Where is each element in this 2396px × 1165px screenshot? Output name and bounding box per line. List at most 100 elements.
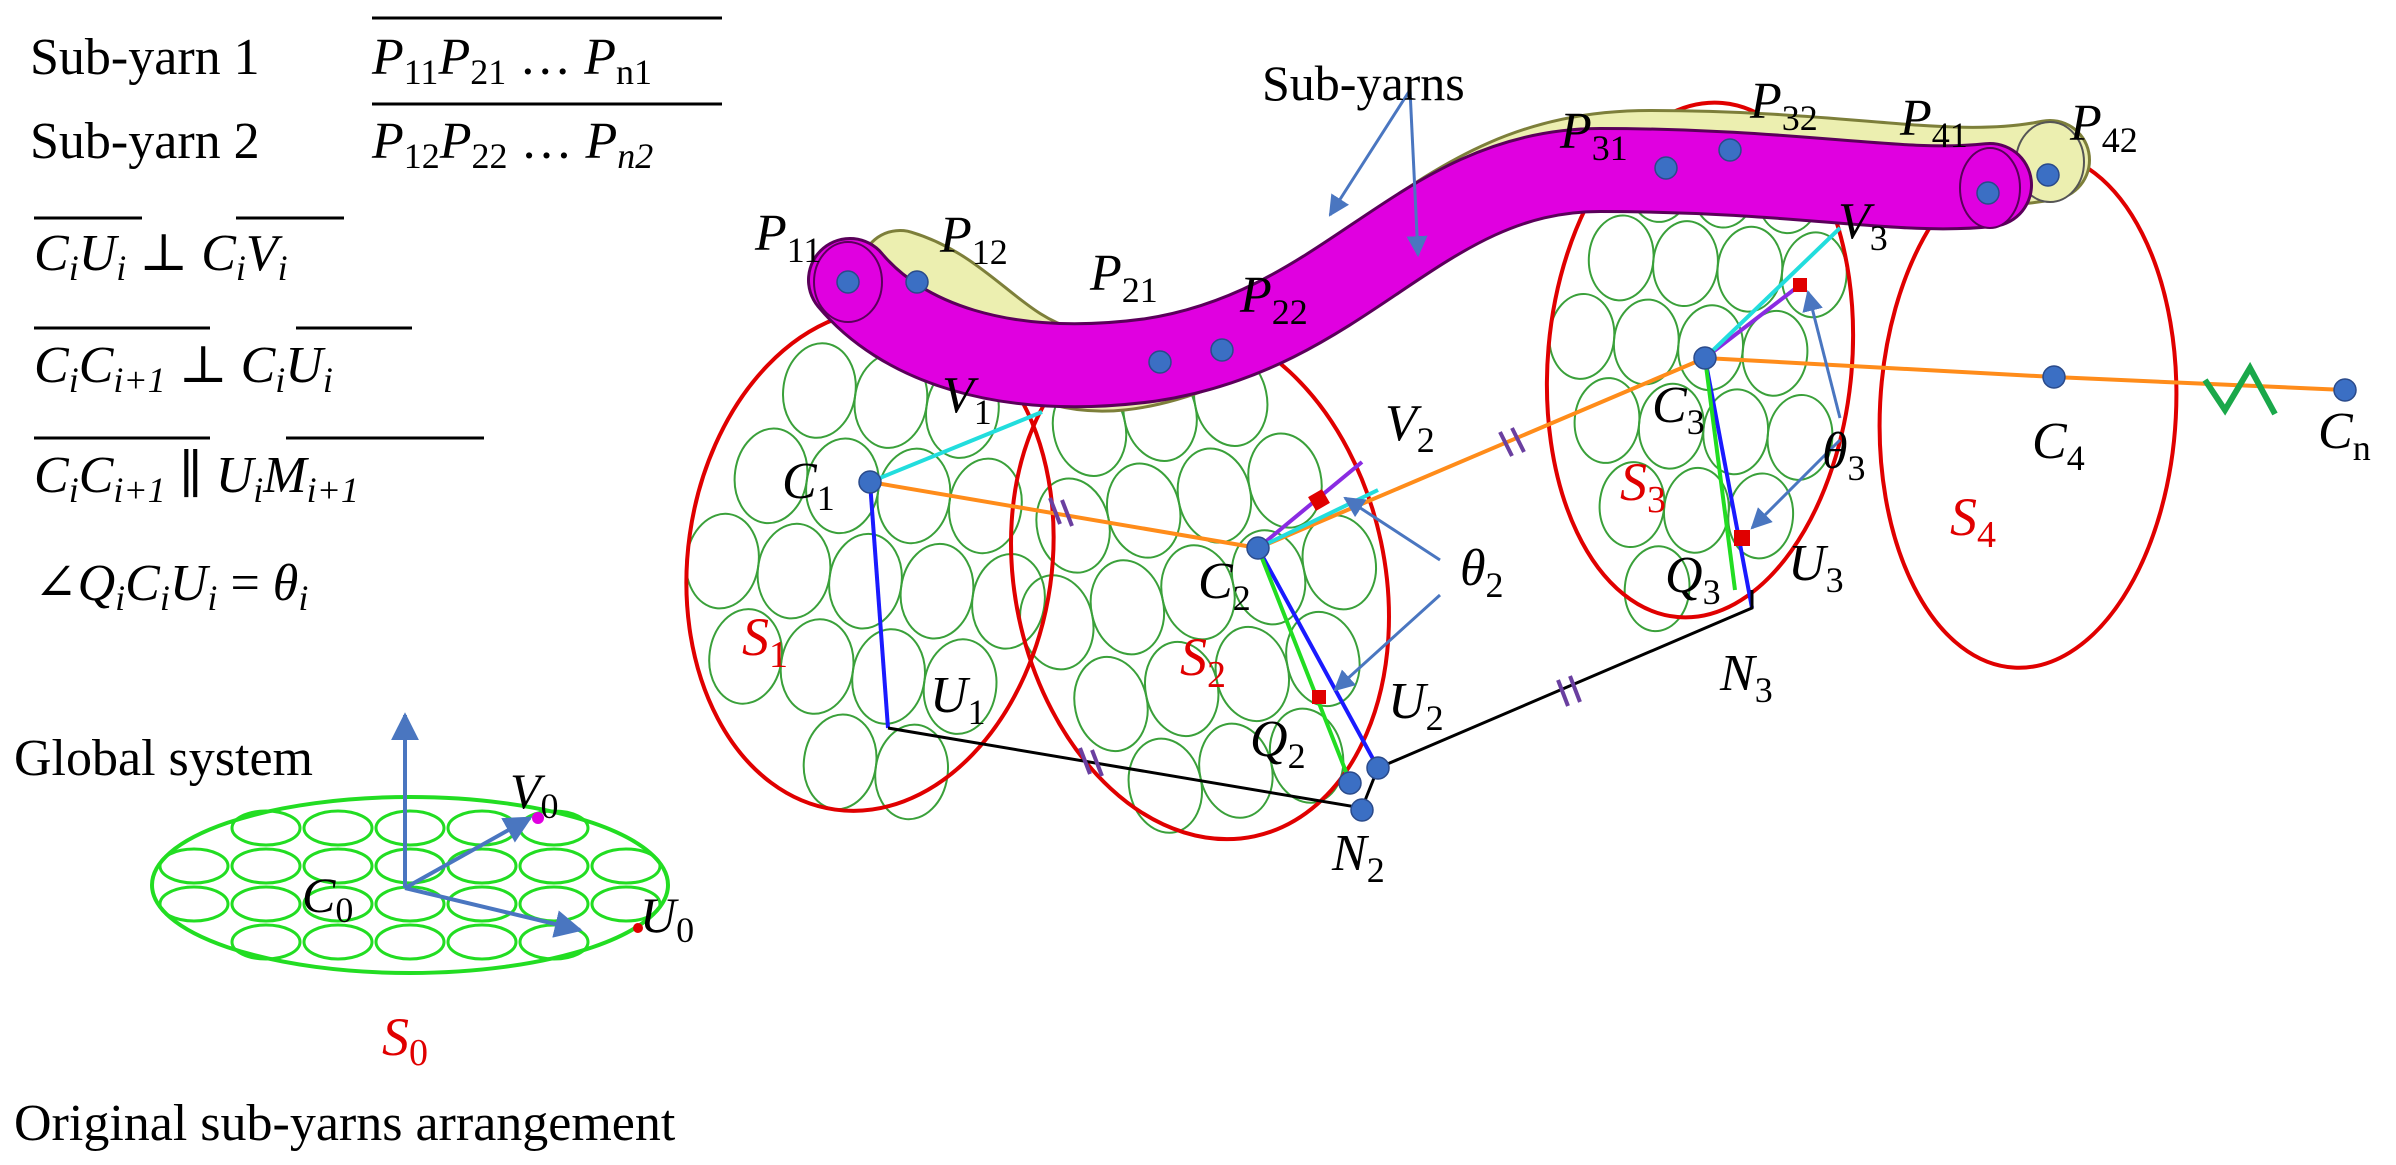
subyarn-circle	[374, 809, 446, 847]
point-c4	[2042, 365, 2066, 389]
point-p11	[836, 270, 860, 294]
label-c2: C2	[1198, 553, 1251, 618]
point-p32	[1718, 138, 1742, 162]
point-c3	[1693, 346, 1717, 370]
subyarn-circle	[899, 542, 975, 640]
centerline-break-zigzag	[2202, 361, 2278, 416]
subyarn-circle	[971, 552, 1046, 650]
v0-label: V0	[510, 763, 559, 826]
subyarn-circle	[828, 532, 903, 630]
subyarn-circle	[1587, 214, 1655, 302]
label-p32: P32	[1749, 73, 1818, 138]
subyarn-circle	[1548, 292, 1616, 380]
subyarn-circle	[446, 923, 518, 961]
subyarns-label: Sub-yarns	[1262, 55, 1465, 111]
legend-subyarn1-sequence: P11P21 … Pn1	[371, 29, 652, 92]
c3-q3-axis	[1703, 357, 1737, 591]
label-u1: U1	[930, 667, 986, 732]
point-c2	[1246, 536, 1270, 560]
label-p22: P22	[1239, 267, 1308, 332]
point-labels: P11 P12 P21 P22 P31 P32 P41 P42 V1 V2 V3…	[754, 73, 2371, 890]
point-p42	[2036, 163, 2060, 187]
label-p31: P31	[1559, 103, 1628, 168]
label-c3: C3	[1652, 377, 1705, 442]
legend-subyarn2-sequence: P12P22 … Pn2	[371, 113, 653, 176]
subyarn-circle	[1073, 655, 1149, 753]
subyarn-circle	[1089, 559, 1166, 656]
subyarn-circle	[1716, 225, 1784, 313]
subyarn-circle	[1106, 462, 1182, 559]
subyarn-circle	[230, 847, 302, 885]
label-n3: N3	[1719, 645, 1773, 710]
c1-u1-axis	[868, 481, 890, 729]
label-s1: S1	[742, 607, 788, 676]
subyarn-circle	[446, 847, 518, 885]
legend-relation-perp-1: CiUi ⊥ CiVi	[34, 225, 288, 288]
point-n2	[1350, 798, 1374, 822]
subyarn-circle	[374, 885, 446, 923]
s0-ellipse	[150, 795, 670, 975]
subyarn-circle	[1019, 574, 1095, 671]
label-u2: U2	[1388, 673, 1444, 738]
s0-label: S0	[382, 1007, 428, 1074]
main-diagram: Sub-yarns P11 P12 P21 P22 P31 P32 P41 P4…	[684, 55, 2371, 890]
label-v3: V3	[1838, 193, 1888, 258]
label-v1: V1	[942, 367, 992, 432]
legend-relation-angle: ∠QiCiUi = θi	[34, 555, 308, 618]
subyarn-circle	[1035, 477, 1111, 574]
subyarn-circle	[1652, 220, 1719, 308]
subyarn-circle	[1741, 309, 1809, 397]
v0-point	[532, 812, 544, 824]
label-s2: S2	[1180, 627, 1226, 696]
theta2-arrow-2	[1333, 593, 1442, 692]
subyarns-arrow-2	[1406, 89, 1428, 258]
point-p31	[1654, 156, 1678, 180]
subyarn-circle	[230, 885, 302, 923]
legend-subyarn1-label: Sub-yarn 1	[30, 29, 260, 86]
theta3-arrow-1	[1802, 289, 1842, 419]
subyarns-arrow-1	[1328, 89, 1412, 217]
label-theta2: θ2	[1460, 540, 1504, 605]
u0-point	[633, 923, 643, 933]
legend-subyarn2-label: Sub-yarn 2	[30, 113, 260, 170]
subyarn-circle	[922, 638, 998, 735]
label-s4: S4	[1950, 487, 1996, 556]
legend: Sub-yarn 1 P11P21 … Pn1 Sub-yarn 2 P12P2…	[30, 16, 722, 618]
subyarn-circle	[446, 809, 518, 847]
c2-q2-axis	[1256, 547, 1352, 783]
subyarn-circle	[802, 713, 878, 811]
right-angle-marker	[1793, 278, 1807, 292]
subyarn-circle	[302, 885, 374, 923]
c3-v3-axis-purple	[1703, 283, 1802, 360]
subyarn-circle	[518, 847, 590, 885]
global-system-title: Global system	[14, 730, 313, 787]
subyarn-circle	[590, 885, 662, 923]
subyarn-circle	[1247, 432, 1323, 529]
subyarn-circle	[948, 457, 1023, 555]
subyarn-circle	[158, 847, 230, 885]
point-u2	[1366, 756, 1390, 780]
c2-v2-axis-purple	[1256, 460, 1364, 550]
point-cn	[2333, 378, 2357, 402]
label-q2: Q2	[1250, 711, 1306, 776]
global-u-axis	[404, 886, 583, 938]
subyarn-circle	[1727, 472, 1795, 560]
subyarn-circle	[158, 885, 230, 923]
subyarn-circle	[518, 885, 590, 923]
legend-relation-parallel: CiCi+1 ∥ UiMi+1	[34, 447, 359, 510]
subyarn-circle	[590, 847, 662, 885]
blue-points	[836, 138, 2357, 822]
subyarn-circle	[1623, 545, 1691, 633]
legend-relation-perp-2: CiCi+1 ⊥ CiUi	[34, 337, 333, 400]
parallel-tick-marks	[1048, 427, 1582, 777]
subyarn-circle	[782, 342, 857, 439]
c3-u3-axis	[1703, 357, 1754, 609]
label-v2: V2	[1385, 395, 1435, 460]
point-p12	[905, 270, 929, 294]
c1-v1-axis	[869, 410, 1043, 484]
subyarn-circle	[1780, 231, 1848, 319]
point-c1	[858, 470, 882, 494]
label-theta3: θ3	[1822, 423, 1866, 488]
point-p41	[1976, 181, 2000, 205]
